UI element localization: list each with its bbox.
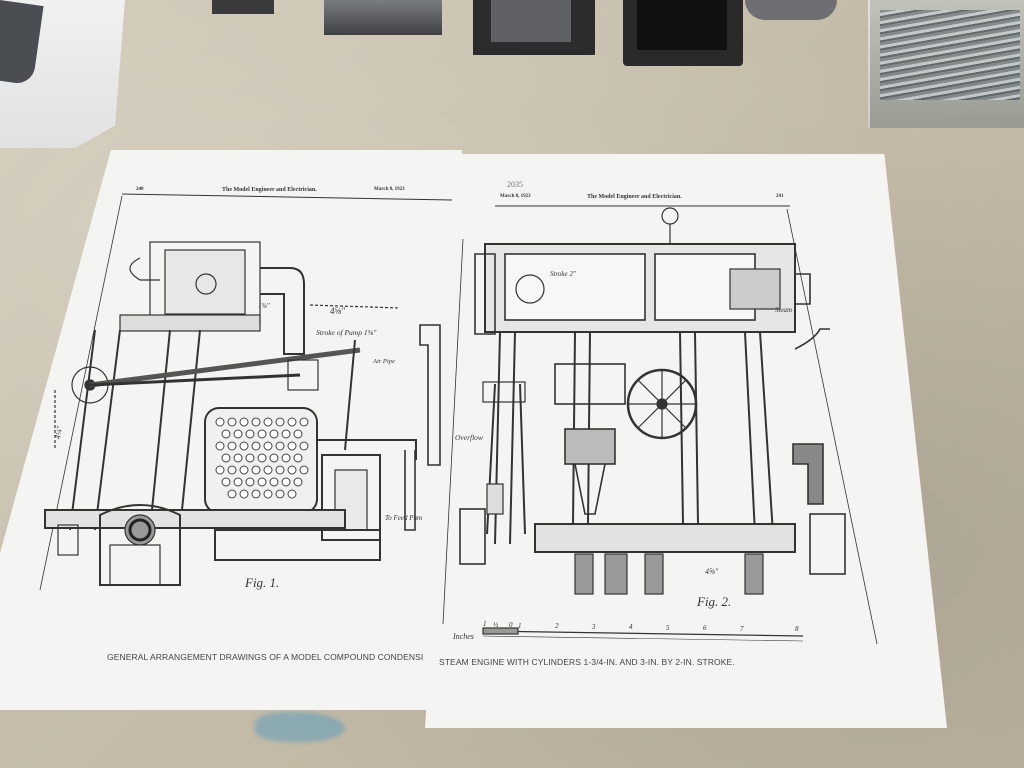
right-caption: STEAM ENGINE WITH CYLINDERS 1-3/4-IN. AN…	[439, 657, 735, 667]
steam-label: Steam	[775, 306, 793, 314]
parts-box	[868, 0, 1024, 128]
scale-tick: 4	[629, 623, 633, 631]
left-journal-title: The Model Engineer and Electrician.	[222, 187, 317, 193]
right-drawing-sheet: 2035 March 8, 1923 The Model Engineer an…	[425, 154, 947, 728]
left-page-number: 240	[136, 187, 144, 192]
stroke-of-pump-label: Stroke of Pump 1⅝″	[316, 328, 377, 337]
left-date: March 8, 1923	[374, 187, 405, 192]
dim-one-five-eighths: 1⅝″	[258, 302, 270, 310]
scale-tick: 8	[795, 625, 799, 633]
steam-engine-drawing	[442, 205, 878, 645]
tool-holder	[623, 0, 743, 66]
right-date: March 8, 1923	[500, 194, 531, 199]
scale-tick: 2	[555, 622, 559, 630]
to-feed-pump-label: To Feed Pum	[385, 514, 423, 522]
right-journal-title: The Model Engineer and Electrician.	[587, 194, 682, 200]
blue-stain	[255, 712, 345, 742]
scale-tick: 6	[703, 624, 707, 632]
left-caption: GENERAL ARRANGEMENT DRAWINGS OF A MODEL …	[107, 652, 424, 662]
scale-tick: 3	[592, 622, 596, 631]
fig-2-label: Fig. 2.	[697, 594, 732, 609]
scale-tick: ½	[493, 620, 499, 629]
scale-bar-label: Inches	[453, 632, 474, 641]
scale-tick: 1	[483, 620, 487, 628]
right-page-number: 241	[776, 194, 784, 199]
air-pipe-label: Air Pipe	[373, 358, 395, 365]
dim-four-five-eighths-right: 4⅝″	[705, 567, 719, 576]
scale-tick: 7	[740, 624, 744, 633]
handwritten-note: 2035	[507, 180, 523, 189]
stroke-two-label: Stroke 2″	[550, 270, 576, 278]
fig-1-label: Fig. 1.	[245, 575, 280, 590]
scale-tick: 1	[518, 621, 522, 630]
metal-disc	[745, 0, 837, 20]
compound-condenser-drawing	[39, 193, 453, 591]
left-drawing-sheet: 240 The Model Engineer and Electrician. …	[0, 150, 462, 710]
overflow-label: Overflow	[455, 433, 483, 442]
scale-tick: 0	[509, 621, 513, 629]
scale-tick: 5	[666, 623, 670, 632]
metal-block	[212, 0, 274, 14]
metal-holder	[473, 0, 595, 55]
dim-four-five-eighths: 4⅝″	[330, 306, 345, 316]
steel-bar	[324, 0, 442, 35]
